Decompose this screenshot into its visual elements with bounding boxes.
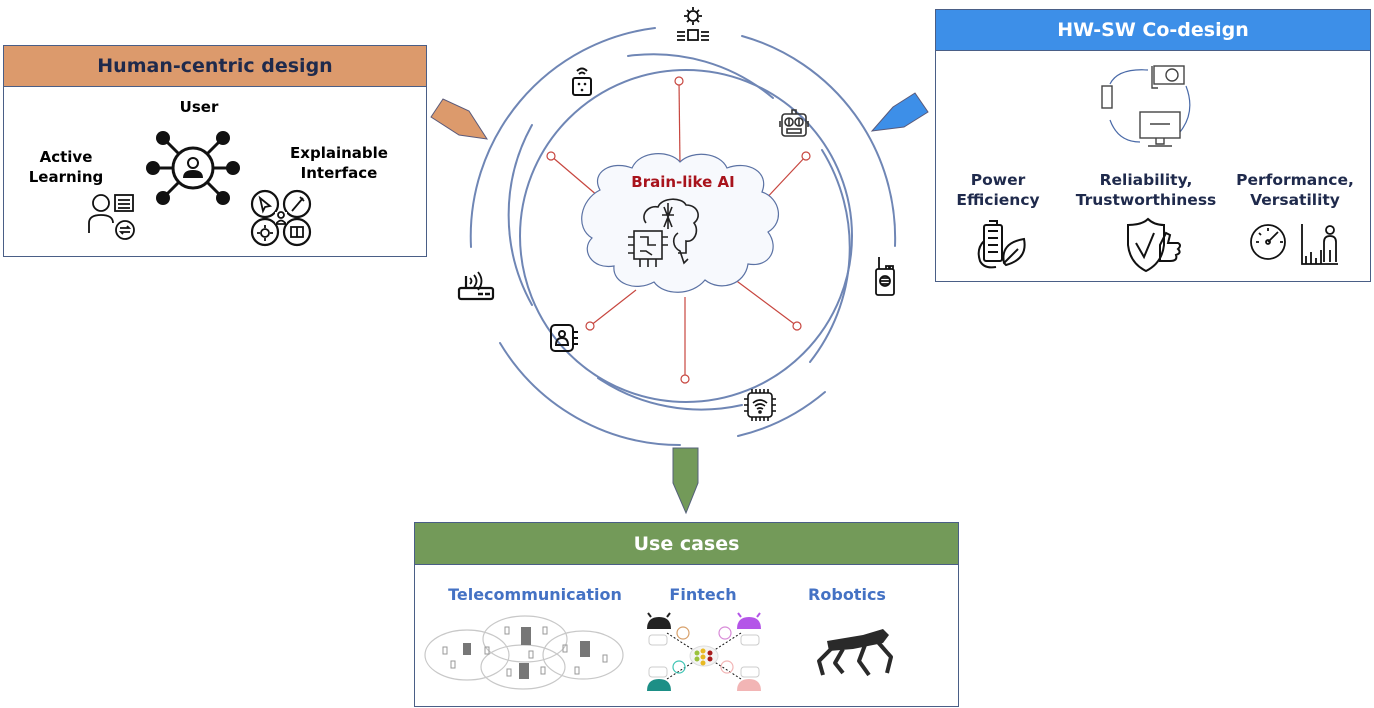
middle-ring-arc — [627, 53, 774, 99]
spoke-node — [792, 321, 802, 331]
middle-ring-arc — [597, 377, 743, 411]
gpu-card-icon — [1153, 65, 1185, 85]
router-icon — [457, 271, 495, 301]
outer-ring-arc — [741, 35, 897, 247]
codesign-cycle-diagram — [1101, 65, 1191, 147]
performance-label: Performance, Versatility — [1236, 171, 1354, 210]
wifi-chip-icon — [744, 389, 776, 421]
inner-ring — [519, 69, 853, 403]
use-cases-panel: Use cases Telecommunication Fintech Robo… — [414, 522, 959, 707]
explainable-interface-label: Explainable Interface — [290, 144, 388, 182]
outer-ring-arc — [737, 391, 826, 437]
outer-ring-arc — [469, 27, 656, 248]
doorbell-icon — [550, 324, 578, 352]
spoke-node — [546, 151, 556, 161]
sun-chip-icon — [677, 7, 709, 41]
telecom-label: Telecommunication — [448, 585, 622, 604]
middle-ring-arc — [507, 124, 533, 306]
smart-plug-icon — [572, 67, 592, 96]
cloud-shape — [581, 153, 779, 293]
spoke-node — [674, 76, 684, 86]
spoke-node — [801, 151, 811, 161]
human-centric-panel: Human-centric design User Active Learnin… — [3, 45, 427, 257]
brain-chip-icon — [628, 198, 699, 267]
api-monitor-icon — [1139, 111, 1181, 139]
microchip-icon — [1101, 85, 1113, 109]
hwsw-codesign-panel: HW-SW Co-design Power Efficiency Reliabi… — [935, 9, 1371, 282]
use-cases-header: Use cases — [415, 523, 958, 565]
battery-leaf-icon — [977, 220, 1026, 269]
cell-network-diagram — [424, 615, 624, 690]
quadruped-robot — [817, 629, 893, 677]
federated-android-diagram — [647, 612, 761, 691]
human-centric-header: Human-centric design — [4, 46, 426, 87]
active-learning-label: Active Learning — [28, 148, 104, 186]
interface-clover-icon — [250, 189, 312, 247]
outer-ring-arc — [499, 342, 681, 446]
reliability-label: Reliability, Trustworthiness — [1075, 171, 1217, 210]
middle-ring-arc — [809, 149, 851, 363]
human-arrow — [430, 98, 489, 140]
hwsw-header: HW-SW Co-design — [936, 10, 1370, 51]
spoke-node — [680, 374, 690, 384]
walkie-talkie-icon — [875, 257, 895, 296]
power-efficiency-label: Power Efficiency — [956, 171, 1040, 210]
robotics-label: Robotics — [808, 585, 886, 604]
robot-head-icon — [779, 109, 809, 137]
hwsw-arrow — [870, 92, 929, 132]
shield-thumbs-up-icon — [1127, 217, 1181, 273]
learner-icon — [88, 194, 135, 240]
usecase-arrow — [672, 447, 699, 515]
user-network-icon — [146, 131, 240, 205]
gauge-chart-icon — [1250, 224, 1338, 265]
fintech-label: Fintech — [669, 585, 737, 604]
brain-ai-title: Brain-like AI — [631, 173, 735, 191]
user-label: User — [179, 98, 219, 116]
spoke-node — [585, 321, 595, 331]
